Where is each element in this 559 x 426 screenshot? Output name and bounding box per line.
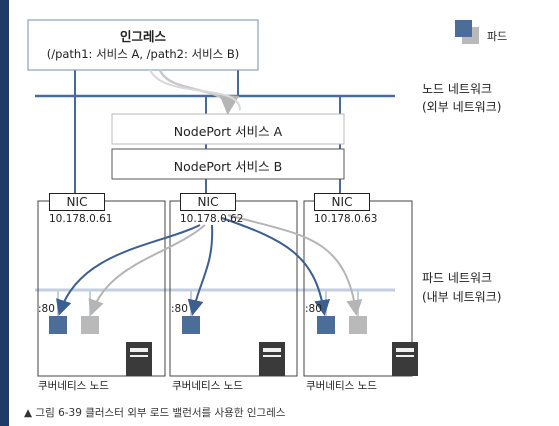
pod-network-sublabel: (내부 네트워크) [422, 290, 502, 304]
server-icon [126, 342, 152, 376]
ingress-paths: (/path1: 서비스 A, /path2: 서비스 B) [46, 47, 240, 61]
service-a-box [111, 113, 345, 145]
ingress-title: 인그레스 [119, 29, 166, 44]
service-a-label: NodePort 서비스 A [173, 124, 283, 139]
figure-caption: ▲ 그림 6-39 클러스터 외부 로드 밸런서를 사용한 인그레스 [24, 407, 286, 419]
nic-node3: NIC [314, 193, 370, 211]
flow-arrow-blue-3 [221, 217, 331, 316]
node2-port: :80 [171, 303, 188, 315]
node3-label: 쿠버네티스 노드 [306, 380, 377, 392]
pod-blue-node1 [49, 316, 67, 334]
ingress-box [27, 19, 259, 71]
flow-arrow-blue-2 [187, 224, 214, 316]
service-b-label: NodePort 서비스 B [173, 159, 283, 174]
flow-arrow-gray-1 [88, 224, 206, 316]
page-edge-bar [0, 0, 9, 426]
node1-port: :80 [38, 303, 55, 315]
flow-arrow-gray-3 [227, 214, 363, 316]
pod-gray-node3 [349, 316, 367, 334]
pod-network-label: 파드 네트워크 [422, 271, 493, 285]
pod-gray-node1 [81, 316, 99, 334]
node1-label: 쿠버네티스 노드 [38, 380, 109, 392]
server-icon [259, 342, 285, 376]
legend-pod-blue [455, 20, 472, 37]
nic-node1: NIC [49, 193, 105, 211]
node2-label: 쿠버네티스 노드 [172, 380, 243, 392]
service-b-box [111, 148, 345, 180]
nic-node2: NIC [180, 193, 236, 211]
node-network-sublabel: (외부 네트워크) [422, 100, 502, 114]
server-icon [392, 342, 418, 376]
ingress-arrow-gray-2 [149, 69, 241, 111]
pod-blue-node2 [182, 316, 200, 334]
flow-arrow-blue-1 [56, 224, 201, 316]
node2-ip: 10.178.0.62 [180, 213, 244, 225]
node3-ip: 10.178.0.63 [314, 213, 378, 225]
node1-ip: 10.178.0.61 [49, 213, 113, 225]
legend-pod-label: 파드 [487, 30, 508, 43]
pod-blue-node3 [317, 316, 335, 334]
node-network-label: 노드 네트워크 [422, 82, 493, 96]
node3-port: :80 [305, 303, 322, 315]
